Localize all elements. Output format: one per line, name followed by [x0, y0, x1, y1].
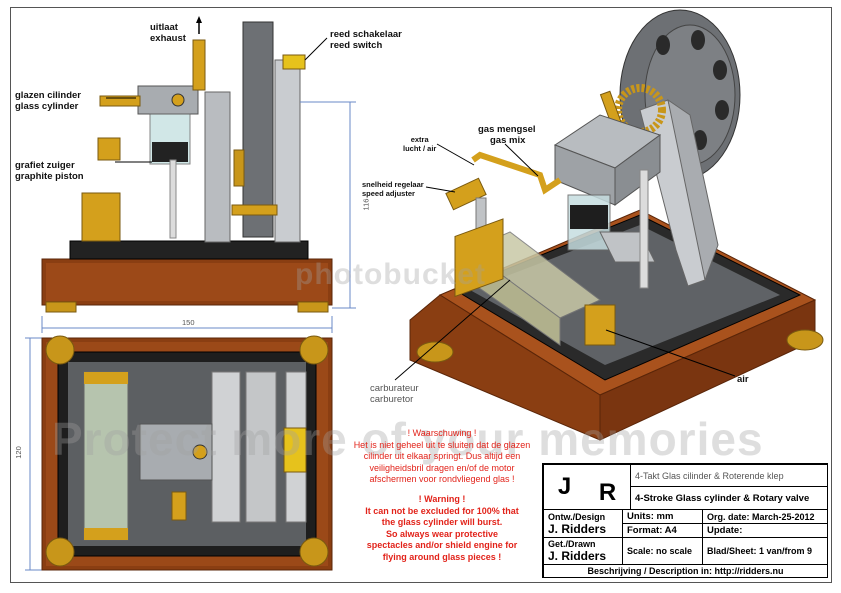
- front-graphite-piston: [152, 142, 188, 162]
- top-glass-tube: [83, 371, 129, 541]
- top-flywheel: [245, 371, 277, 523]
- tb-scale: Scale: no scale: [622, 537, 703, 565]
- front-foot-left: [45, 301, 77, 313]
- label-extra-air: extra lucht / air: [403, 135, 436, 153]
- logo-r: R: [598, 479, 617, 506]
- drawing-sheet: [10, 7, 832, 583]
- tb-design-name: J. Ridders: [548, 521, 607, 536]
- label-extra-air-text: lucht / air: [403, 144, 437, 153]
- tb-sheet: Blad/Sheet: 1 van/from 9: [702, 537, 828, 565]
- front-foot-right: [297, 301, 329, 313]
- front-black-plate: [69, 240, 309, 260]
- warning-nl-line: cilinder uit elkaar springt. Dus altijd …: [363, 451, 521, 461]
- tb-title-nl: 4-Takt Glas cilinder & Roterende klep: [630, 464, 828, 487]
- top-reed: [283, 427, 307, 473]
- tb-drawn: Get./Drawn J. Ridders: [543, 537, 623, 565]
- label-reed-en: reed switch: [330, 40, 383, 51]
- label-piston-en: graphite piston: [15, 171, 84, 182]
- iso-gas-pipe: [471, 151, 562, 195]
- iso-speed-adjuster: [445, 177, 487, 211]
- warning-nl-line: veiligheidsbril dragen en/of de motor: [369, 462, 515, 473]
- label-gasmix-en: gas mix: [490, 135, 526, 146]
- warning-en-line: spectacles and/or shield engine for: [366, 540, 518, 550]
- iso-foot-1: [416, 341, 454, 363]
- label-gasmix: gas mengsel gas mix: [478, 124, 536, 146]
- warning-nl: ! Waarschuwing ! Het is niet geheel uit …: [342, 428, 542, 486]
- top-foot-tr: [299, 335, 329, 365]
- warning-en-line: It can not be excluded for 100% that: [365, 505, 519, 516]
- front-flywheel: [242, 21, 274, 238]
- dim-width: 150: [182, 318, 195, 327]
- label-exhaust-en: exhaust: [150, 33, 186, 44]
- label-speed-en: speed adjuster: [362, 189, 415, 198]
- tb-design: Ontw./Design J. Ridders: [543, 509, 623, 538]
- label-carb: carburateur carburetor: [370, 383, 419, 405]
- warning-en-line: the glass cylinder will burst.: [381, 517, 503, 527]
- warning-en: ! Warning ! It can not be excluded for 1…: [342, 494, 542, 563]
- top-frame-left: [211, 371, 241, 523]
- tb-drawn-name: J. Ridders: [548, 549, 607, 563]
- tb-description: Beschrijving / Description in: http://ri…: [543, 564, 828, 578]
- title-block: J R 4-Takt Glas cilinder & Roterende kle…: [542, 463, 828, 578]
- label-reed: reed schakelaar reed switch: [330, 29, 402, 51]
- front-exhaust: [192, 39, 206, 91]
- warning-en-line: flying around glass pieces !: [382, 551, 502, 562]
- label-speed: snelheid regelaar speed adjuster: [362, 180, 424, 198]
- label-piston-nl: grafiet zuiger: [15, 160, 75, 171]
- label-reed-nl: reed schakelaar: [330, 29, 402, 40]
- label-piston: grafiet zuiger graphite piston: [15, 160, 84, 182]
- top-foot-tl: [45, 335, 75, 365]
- tb-design-label: Ontw./Design: [548, 511, 606, 522]
- warning-nl-title: ! Waarschuwing !: [407, 428, 477, 438]
- top-foot-br: [299, 537, 329, 567]
- tb-drawn-label: Get./Drawn: [548, 539, 596, 549]
- warning-nl-line: Het is niet geheel uit te sluiten dat de…: [353, 439, 531, 450]
- label-glass-en: glass cylinder: [15, 101, 79, 112]
- tb-update: Update:: [702, 523, 828, 538]
- label-air: air: [737, 374, 749, 385]
- iso-gear: [614, 84, 666, 136]
- label-carb-nl: carburateur: [370, 383, 419, 394]
- front-brass-column: [81, 192, 121, 242]
- watermark-tagline: Protect more of your memories: [52, 413, 764, 465]
- label-exhaust-nl: uitlaat: [150, 22, 178, 33]
- label-glass-nl: glazen cilinder: [15, 90, 81, 101]
- front-frame: [204, 91, 231, 243]
- dim-height: 116: [361, 198, 371, 211]
- label-extra: extra: [410, 135, 429, 144]
- warning-nl-line: afschermen voor rondvliegend glas !: [369, 474, 515, 484]
- label-carb-en: carburetor: [370, 394, 414, 405]
- logo-j: J: [557, 473, 572, 500]
- watermark-logo: photobucket: [295, 258, 486, 291]
- label-glass: glazen cilinder glass cylinder: [15, 90, 81, 112]
- top-foot-bl: [45, 537, 75, 567]
- tb-logo: J R: [543, 464, 631, 510]
- label-exhaust: uitlaat exhaust: [150, 22, 186, 44]
- label-gasmix-nl: gas mengsel: [478, 124, 536, 135]
- label-speed-nl: snelheid regelaar: [362, 180, 424, 189]
- front-reed-switch: [282, 54, 306, 70]
- tb-units: Units: mm: [622, 509, 703, 524]
- warning-en-title: ! Warning !: [418, 494, 466, 504]
- iso-foot-2: [786, 329, 824, 351]
- tb-org-date: Org. date: March-25-2012: [702, 509, 828, 524]
- warning-en-line: So always wear protective: [385, 528, 499, 539]
- tb-format: Format: A4: [622, 523, 703, 538]
- iso-graphite-piston: [570, 205, 608, 229]
- tb-title-en: 4-Stroke Glass cylinder & Rotary valve: [630, 486, 828, 510]
- iso-carb-brass-right: [584, 304, 616, 346]
- dim-depth: 120: [13, 446, 23, 459]
- iso-carb-brass-left: [454, 218, 504, 298]
